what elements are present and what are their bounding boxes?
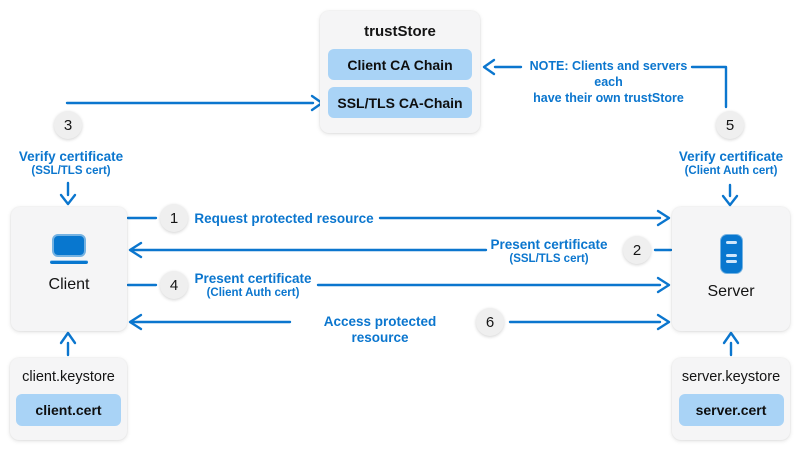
client-ca-chain-chip: Client CA Chain	[328, 49, 472, 80]
step-3-badge: 3	[54, 111, 82, 139]
server-node: Server	[672, 207, 790, 331]
ssl-tls-ca-chain-chip: SSL/TLS CA-Chain	[328, 87, 472, 118]
step-5-badge: 5	[716, 111, 744, 139]
client-cert-chip: client.cert	[16, 394, 121, 426]
server-icon	[719, 234, 743, 274]
access-protected-resource-label: Access protected resource	[323, 314, 437, 346]
server-keystore-box: server.keystore server.cert	[672, 358, 790, 440]
laptop-screen	[52, 234, 86, 257]
client-keystore-box: client.keystore client.cert	[10, 358, 127, 440]
truststore-box: trustStore Client CA Chain SSL/TLS CA-Ch…	[320, 11, 480, 133]
arrow-step2-present	[128, 241, 673, 259]
server-label: Server	[707, 283, 755, 300]
note-to-step5-connector	[690, 65, 728, 109]
note-line2: have their own trustStore	[533, 91, 684, 105]
arrow-step1-request	[126, 209, 671, 227]
laptop-icon	[50, 234, 88, 264]
note-line1: NOTE: Clients and servers each	[529, 59, 688, 89]
verify-certificate-clientauth-label: Verify certificate (Client Auth cert)	[678, 149, 784, 178]
arrow-note-to-client-ca	[482, 58, 523, 76]
arrow-step6-access	[128, 313, 671, 331]
arrow-client-keystore-up	[59, 331, 77, 357]
arrow-server-keystore-up	[722, 331, 740, 357]
step-6-badge: 6	[476, 308, 504, 336]
note-label: NOTE: Clients and servers each have thei…	[518, 58, 699, 106]
request-protected-resource-label: Request protected resource	[194, 211, 374, 226]
laptop-base	[50, 260, 88, 264]
arrow-step4-present	[126, 276, 671, 294]
arrow-verify-into-server	[721, 183, 739, 207]
step-1-badge: 1	[160, 204, 188, 232]
arrow-verify-into-client	[59, 181, 77, 206]
step-2-badge: 2	[623, 236, 651, 264]
server-cert-chip: server.cert	[678, 394, 784, 426]
present-certificate-ssl-label: Present certificate (SSL/TLS cert)	[490, 237, 608, 266]
present-certificate-clientauth-label: Present certificate (Client Auth cert)	[194, 271, 312, 300]
server-keystore-title: server.keystore	[681, 369, 781, 385]
arrow-step3-to-truststore	[65, 94, 324, 112]
verify-certificate-ssl-label: Verify certificate (SSL/TLS cert)	[18, 149, 124, 178]
step-4-badge: 4	[160, 271, 188, 299]
truststore-title: trustStore	[364, 23, 436, 40]
client-label: Client	[48, 276, 90, 293]
client-keystore-title: client.keystore	[22, 369, 115, 385]
client-node: Client	[11, 207, 127, 331]
